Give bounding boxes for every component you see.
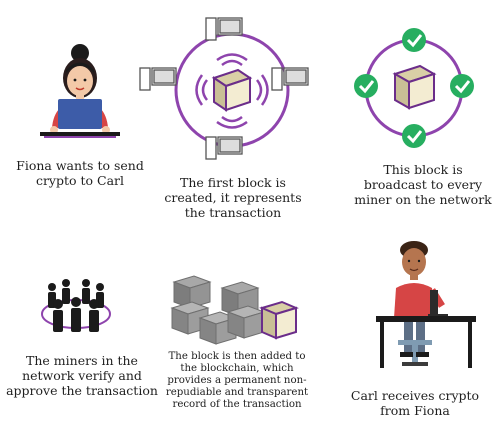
crypto-block-icon — [211, 68, 253, 112]
computer-icon — [139, 17, 309, 160]
checkmark-icon — [354, 28, 474, 148]
step-4-caption: The miners in the network verify and app… — [6, 353, 158, 398]
wifi-icon — [195, 53, 269, 129]
step-6-caption: Carl receives crypto from Fiona — [350, 388, 480, 418]
crypto-block-icon — [259, 300, 299, 340]
crypto-block-icon — [392, 64, 437, 110]
step-1-caption: Fiona wants to send crypto to Carl — [16, 158, 144, 188]
step-3-caption: This block is broadcast to every miner o… — [354, 162, 492, 207]
step-5-caption: The block is then added to the blockchai… — [165, 351, 309, 411]
step-2-caption: The first block is created, it represent… — [164, 175, 302, 220]
